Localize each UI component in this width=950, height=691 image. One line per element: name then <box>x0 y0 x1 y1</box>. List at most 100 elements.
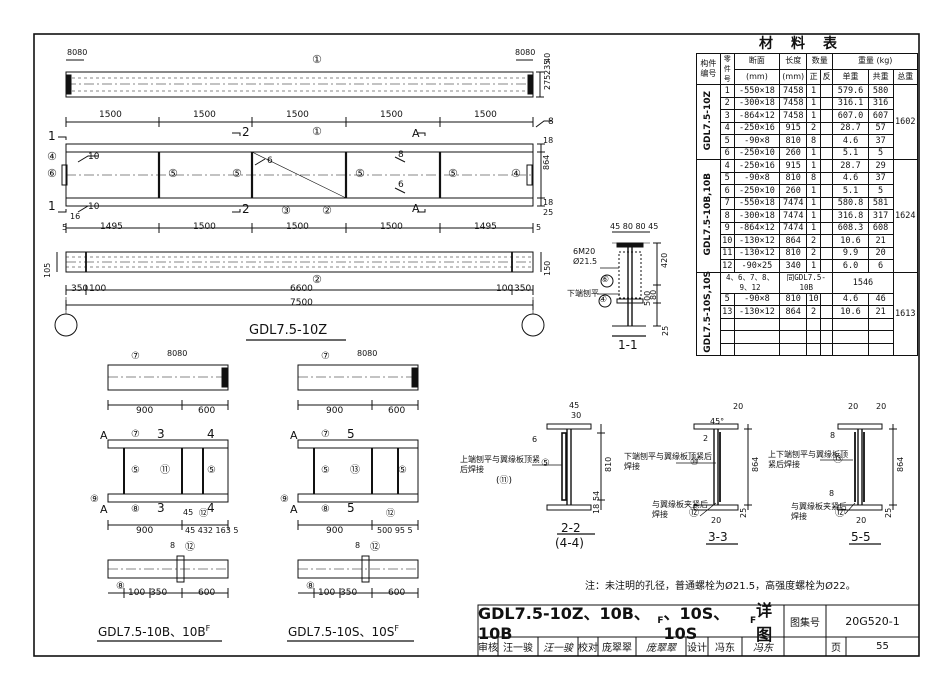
table-cell: 10.6 <box>832 305 869 319</box>
table-cell: 7458 <box>779 96 808 110</box>
table-cell: 28.7 <box>832 159 869 173</box>
dim-5-right: 5 <box>536 223 542 232</box>
th-section: 断面 <box>733 53 781 70</box>
table-cell: 579.6 <box>832 84 869 98</box>
sr-sec5-top: 5 <box>347 427 355 441</box>
table-cell: -90×8 <box>733 292 781 306</box>
table-cell: 1 <box>806 209 821 223</box>
sr-sec-a-top: A <box>290 429 298 442</box>
s22-subtitle: (4-4) <box>555 536 584 550</box>
reviewer-name: 汪一骏 <box>503 643 533 654</box>
table-cell: 57 <box>867 121 894 135</box>
table-cell <box>819 146 834 160</box>
table-cell <box>819 121 834 135</box>
s22-mark5: ⑤ <box>541 458 550 469</box>
table-cell: 5.1 <box>832 146 869 160</box>
main-elevation <box>58 120 552 233</box>
sl-mark12: ⑫ <box>199 509 209 519</box>
sr-sec5-bottom: 5 <box>347 501 355 515</box>
mark-1-top: ① <box>312 53 322 66</box>
table-cell <box>819 134 834 148</box>
table-cell: 260 <box>779 146 808 160</box>
s55-dim-864: 864 <box>896 456 905 472</box>
table-cell: 2 <box>806 234 821 248</box>
s55-note-bottom: 与翼缘板夹紧后焊接 <box>791 502 847 521</box>
table-cell: 1 <box>806 84 821 98</box>
table-cell: 5.1 <box>832 184 869 198</box>
dim-18-right: 18 <box>543 136 554 145</box>
mark-4-right: ④ <box>511 167 521 180</box>
mark-5-d: ⑤ <box>448 167 458 180</box>
table-row <box>697 317 918 331</box>
table-cell: 7458 <box>779 109 808 123</box>
sl-mark12-b: ⑫ <box>185 542 195 553</box>
dim-18-right-b: 18 <box>543 198 554 207</box>
table-cell <box>819 184 834 198</box>
table-cell: 1 <box>806 96 821 110</box>
table-cell: 1 <box>806 159 821 173</box>
table-cell: 608.3 <box>832 221 869 235</box>
main-top-view <box>65 59 544 127</box>
th-length: 长度 <box>779 53 808 70</box>
dim-5-left: 5 <box>62 223 68 232</box>
table-cell: 13 <box>719 305 735 319</box>
sl-dim-600: 600 <box>198 406 216 416</box>
table-cell: 21 <box>867 234 894 248</box>
atlas-label: 图集号 <box>790 617 820 629</box>
s11-dim-420: 420 <box>660 252 669 268</box>
table-cell: 1 <box>806 259 821 273</box>
table-cell: 6.0 <box>832 259 869 273</box>
sl-title: GDL7.5-10B、10BF <box>98 625 210 639</box>
table-cell: -550×18 <box>733 196 781 210</box>
table-cell: 12 <box>719 259 735 273</box>
table-cell <box>819 234 834 248</box>
table-cell: 3 <box>719 109 735 123</box>
table-cell: 580 <box>867 84 894 98</box>
sr-mark8: ⑧ <box>321 504 330 515</box>
sl-dim-900-b: 900 <box>136 526 154 536</box>
mark-4-left: ④ <box>47 150 57 163</box>
table-cell: -130×12 <box>733 234 781 248</box>
s22-note2: (⑪) <box>496 476 513 486</box>
sl-dim-8080: 8080 <box>167 349 188 358</box>
table-cell: 6 <box>719 184 735 198</box>
table-cell <box>819 84 834 98</box>
title-block-frame <box>477 604 920 657</box>
section-mark-a-top: A <box>412 127 420 140</box>
table-cell: 8 <box>806 171 821 185</box>
s33-title: 3-3 <box>708 530 728 544</box>
sub-right-views <box>287 364 419 642</box>
bottom-flange-elev <box>65 197 534 207</box>
table-cell <box>733 317 781 331</box>
table-cell: 7458 <box>779 84 808 98</box>
table-cell: 7 <box>719 196 735 210</box>
mark-2-bottom: ② <box>312 273 322 286</box>
mark-2-mid: ② <box>322 204 332 217</box>
dim-350-right: 350 <box>514 284 532 294</box>
s11-dim-top: 45 80 80 45 <box>610 222 659 231</box>
table-cell: 5 <box>867 184 894 198</box>
sr-mark9: ⑨ <box>280 494 289 505</box>
s11-hole: Ø21.5 <box>573 257 598 266</box>
table-cell: 4.6 <box>832 134 869 148</box>
table-cell <box>832 330 869 344</box>
sl-mark7-top: ⑦ <box>131 351 140 362</box>
sr-dim-350: 350 <box>340 588 358 598</box>
table-cell: 20 <box>867 246 894 260</box>
table-cell: 5 <box>719 292 735 306</box>
table-cell: 2 <box>806 121 821 135</box>
s33-weld2: 2 <box>703 434 709 443</box>
table-group-name-text: GDL7.5-10S,10S <box>703 271 714 354</box>
table-cell: 316.8 <box>832 209 869 223</box>
sr-dim-detail: 500 95 5 <box>377 526 413 535</box>
designer-signature: 冯东 <box>753 643 773 654</box>
weld-10-bottom: 10 <box>88 202 100 212</box>
table-group-total: 1602 <box>892 84 919 160</box>
